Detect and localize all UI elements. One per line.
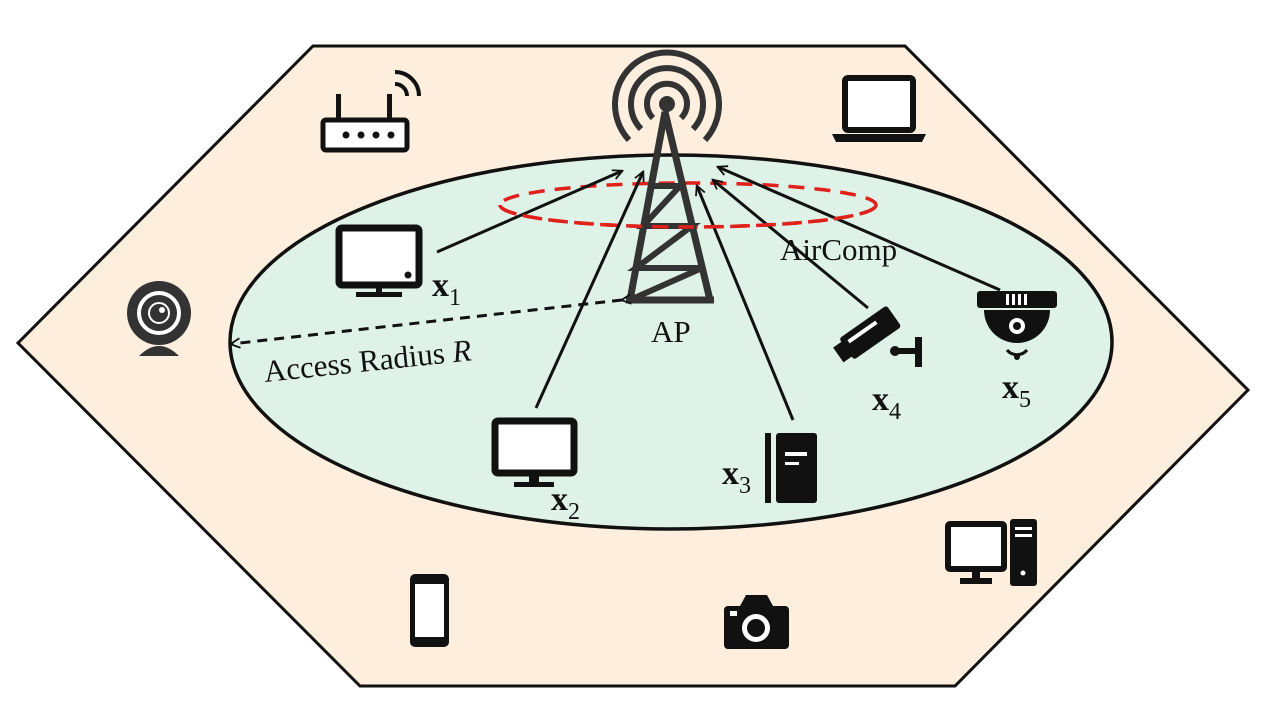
- uplink-arrows: [436, 167, 1001, 421]
- phone-icon: [410, 574, 449, 647]
- photo-camera-icon: [724, 595, 789, 649]
- router-icon: [320, 70, 421, 153]
- device-label-x3: x3: [722, 455, 751, 499]
- device-x1-tv-icon: [335, 224, 423, 297]
- aircomp-label: AirComp: [780, 232, 897, 267]
- device-label-x5: x5: [1002, 369, 1031, 413]
- uplink-arrow-x4: [713, 180, 869, 310]
- device-x3-server-icon: [765, 433, 817, 503]
- uplink-arrow-x1: [436, 171, 622, 254]
- ap-label: AP: [651, 314, 691, 349]
- device-x2-monitor-icon: [491, 417, 578, 487]
- laptop-icon: [832, 75, 926, 142]
- webcam-icon: [127, 281, 191, 356]
- device-x4-security-camera-icon: [833, 306, 922, 367]
- device-x5-dome-camera-icon: [977, 291, 1057, 360]
- uplink-arrow-x2: [534, 172, 643, 409]
- desktop-pc-icon: [945, 519, 1037, 586]
- device-label-x4: x4: [872, 381, 901, 425]
- radius-symbol: R: [449, 332, 473, 369]
- device-label-x1: x1: [432, 267, 461, 311]
- uplink-arrow-x3: [697, 186, 795, 421]
- uplink-arrow-x5: [718, 167, 1001, 292]
- access-point-tower-icon: [612, 49, 722, 304]
- access-radius-arrow: [231, 300, 622, 344]
- aircomp-ring-front: [498, 204, 878, 229]
- device-label-x2: x2: [551, 481, 580, 525]
